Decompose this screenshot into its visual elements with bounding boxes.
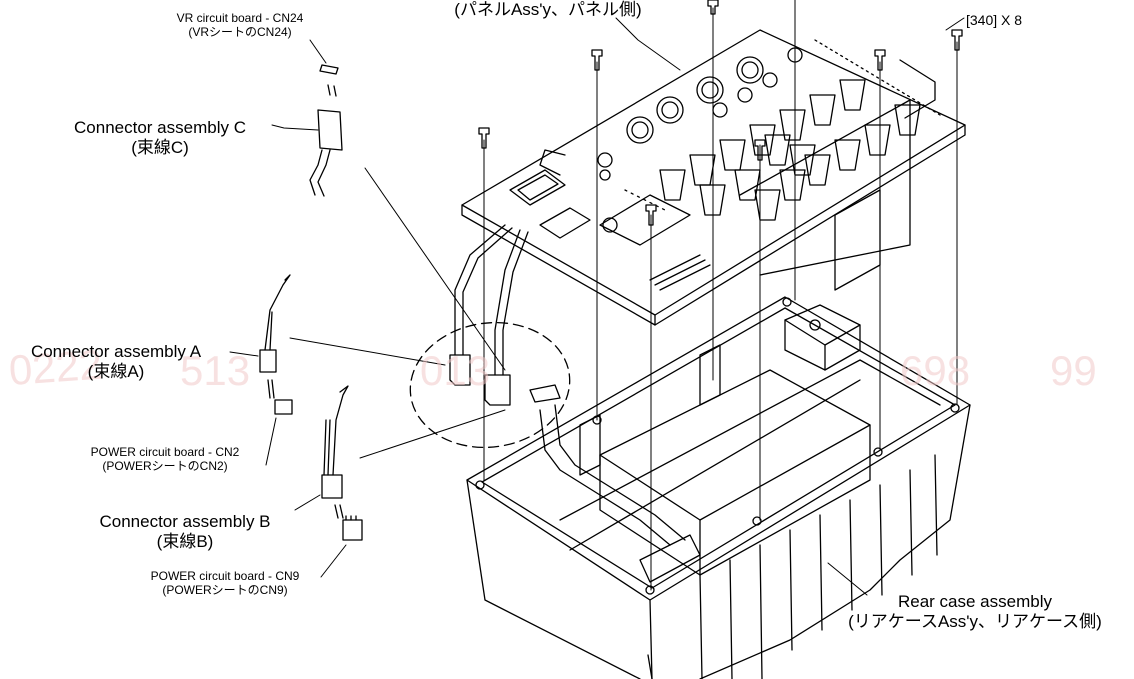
watermark-text-shape: 0222 513 013 698 99	[7, 341, 1096, 394]
label-connector-c: Connector assembly C (束線C)	[40, 118, 280, 157]
label-panel-assembly: (パネルAss'y、パネル側)	[398, 0, 698, 20]
svg-text:0222: 0222	[7, 341, 103, 394]
connector-b-drawing	[321, 385, 363, 541]
label-connector-c-jp: (束線C)	[131, 137, 189, 157]
svg-text:99: 99	[1050, 347, 1097, 394]
label-screw-count-text: [340] X 8	[966, 12, 1023, 28]
label-rear-case-en: Rear case assembly	[897, 592, 1052, 611]
label-connector-b-jp: (束線B)	[156, 531, 214, 551]
screws-drawing	[478, 0, 963, 226]
label-connector-a: Connector assembly A (束線A)	[0, 342, 232, 381]
label-vr-cn24-jp: (VRシートのCN24)	[188, 24, 292, 39]
svg-text:513: 513	[180, 347, 250, 394]
label-power-cn2-jp: (POWERシートのCN2)	[102, 458, 228, 473]
label-power-cn9: POWER circuit board - CN9 (POWERシートのCN9)	[120, 569, 330, 598]
label-connector-c-en: Connector assembly C	[74, 118, 246, 137]
knob-cluster	[659, 79, 921, 221]
label-connector-b: Connector assembly B (束線B)	[60, 512, 310, 551]
label-connector-b-en: Connector assembly B	[99, 512, 271, 531]
label-connector-a-jp: (束線A)	[87, 361, 145, 381]
panel-wiring-drawing	[449, 224, 561, 406]
label-power-cn9-en: POWER circuit board - CN9	[150, 569, 300, 583]
label-panel-assembly-jp: (パネルAss'y、パネル側)	[454, 0, 642, 19]
leader-lines	[229, 17, 965, 596]
connection-highlight-ellipse	[409, 321, 571, 449]
label-rear-case-jp: (リアケースAss'y、リアケース側)	[848, 611, 1102, 631]
connector-c-drawing	[309, 64, 343, 197]
panel-assembly-drawing	[461, 29, 966, 326]
label-power-cn2: POWER circuit board - CN2 (POWERシートのCN2)	[55, 445, 275, 474]
rear-case-drawing	[466, 296, 971, 679]
label-connector-a-en: Connector assembly A	[30, 342, 202, 361]
svg-text:013: 013	[420, 347, 490, 394]
label-vr-cn24: VR circuit board - CN24 (VRシートのCN24)	[150, 11, 330, 40]
label-vr-cn24-en: VR circuit board - CN24	[176, 11, 304, 25]
label-screw-count: [340] X 8	[966, 12, 1022, 28]
label-power-cn2-en: POWER circuit board - CN2	[90, 445, 240, 459]
screw-guide-lines	[483, 0, 958, 591]
svg-text:698: 698	[900, 347, 970, 394]
connector-a-drawing	[259, 274, 293, 415]
label-rear-case: Rear case assembly (リアケースAss'y、リアケース側)	[820, 592, 1130, 631]
label-power-cn9-jp: (POWERシートのCN9)	[162, 582, 288, 597]
